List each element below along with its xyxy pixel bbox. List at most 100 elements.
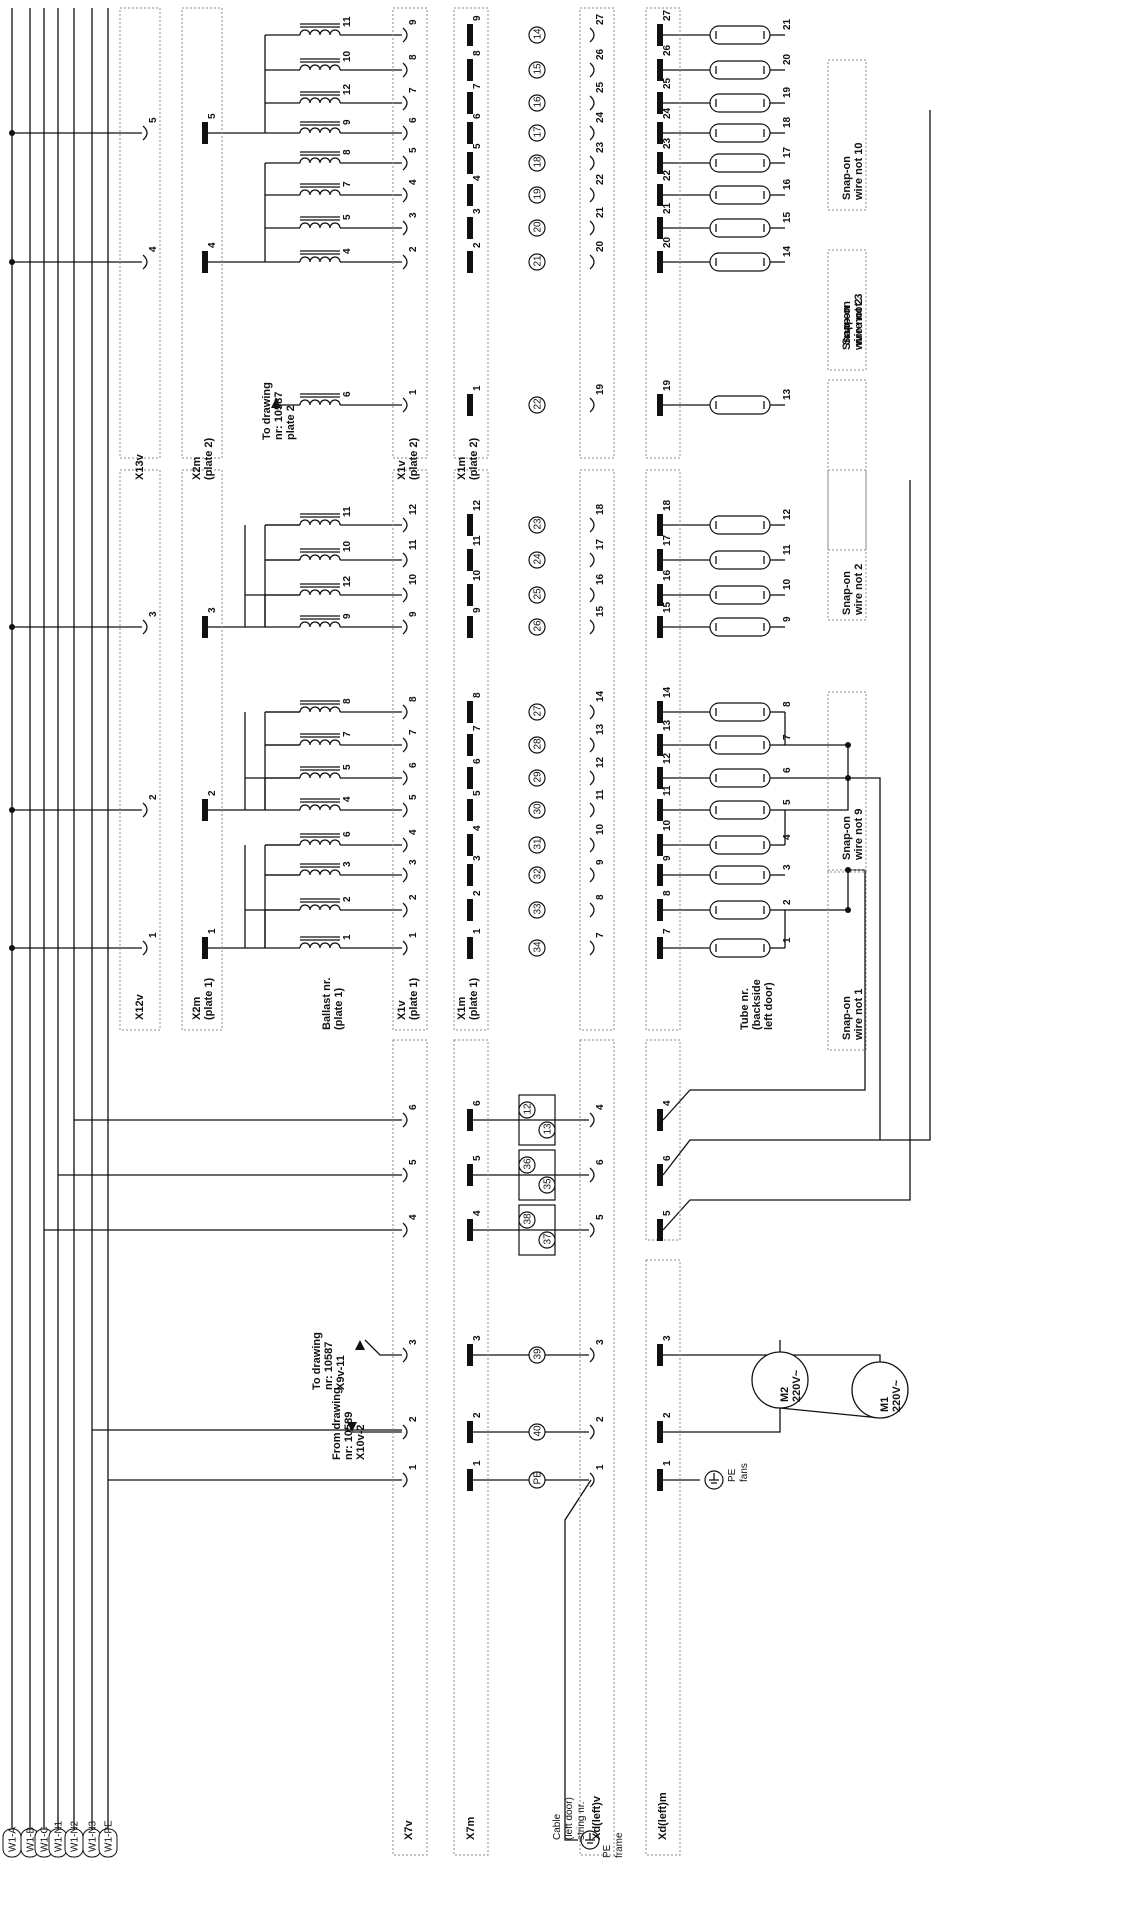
- label-line: 19: [595, 383, 606, 395]
- label-line: 2: [662, 1412, 673, 1418]
- motor-label: M1220V~: [879, 1379, 903, 1412]
- label-line: 25: [595, 81, 606, 93]
- pin-symbol: [467, 734, 473, 756]
- cable-marker: [528, 769, 546, 787]
- x7v-terminal-number: 5: [408, 1159, 419, 1165]
- xdv-socket: [589, 187, 595, 203]
- x1m-terminal-number: 9: [472, 15, 483, 21]
- pin-symbol: [657, 59, 663, 81]
- cable-marker: [528, 253, 546, 271]
- x1v-terminal-number: 9: [408, 611, 419, 617]
- terminal-strip-x2m: [181, 7, 223, 459]
- tube-number: 4: [782, 834, 793, 840]
- label-line: 7: [662, 928, 673, 934]
- symbols-layer: [2, 23, 909, 1858]
- label-line: 9: [662, 855, 673, 861]
- pin-symbol: [657, 834, 663, 856]
- tube-symbol: [709, 185, 771, 205]
- label-line: 3: [595, 1339, 606, 1345]
- xdm-terminal-number: 9: [662, 855, 673, 861]
- xdv-socket: [589, 587, 595, 603]
- tube-number: 19: [782, 86, 793, 98]
- label-line: 20: [533, 221, 544, 233]
- ballast-number: 4: [342, 248, 353, 254]
- cable-marker: [528, 736, 546, 754]
- x1v-socket: [402, 704, 408, 720]
- strip-label-x7m: X7m: [465, 1817, 477, 1840]
- terminal-strip-x1m: [453, 7, 489, 459]
- pin-symbol: [467, 1164, 473, 1186]
- x1m-terminal-number: 8: [472, 692, 483, 698]
- label-line: 12: [523, 1103, 534, 1115]
- tube-symbol: [709, 25, 771, 45]
- xdv-terminal-number: 13: [595, 723, 606, 735]
- x1v-socket: [402, 552, 408, 568]
- ballast-coil-symbol: [299, 127, 341, 134]
- x1v-terminal-number: 7: [408, 729, 419, 735]
- ballast-number: 9: [342, 613, 353, 619]
- bus-label: W1-N1: [54, 1820, 65, 1852]
- label-line: M2: [779, 1387, 791, 1402]
- tube-symbol: [709, 60, 771, 80]
- label-line: nr: 10587: [273, 392, 285, 440]
- x1m-terminal-number: 2: [472, 890, 483, 896]
- label-line: 4: [207, 242, 218, 248]
- cable-number: PE: [533, 1471, 544, 1485]
- xdm-terminal-number: 24: [662, 107, 673, 119]
- label-line: 9: [595, 859, 606, 865]
- ballast-coil-symbol: [299, 839, 341, 846]
- pin-symbol: [467, 24, 473, 46]
- label-line: Xd(left)m: [657, 1792, 669, 1840]
- ballast-coil-symbol: [299, 869, 341, 876]
- cable-number: 30: [533, 803, 544, 815]
- arrow-icon: [355, 1340, 365, 1350]
- wire-m2: [663, 1408, 781, 1433]
- label-line: 12: [408, 503, 419, 515]
- tube-symbol: [709, 735, 771, 755]
- label-line: 3: [408, 1339, 419, 1345]
- ballast-coil-symbol: [299, 804, 341, 811]
- cable-number: 21: [533, 255, 544, 267]
- cable-number: 33: [533, 903, 544, 915]
- label-line: 32: [533, 868, 544, 880]
- xdm-terminal-number: 27: [662, 9, 673, 21]
- x1m-terminal-number: 11: [472, 535, 483, 546]
- label-line: Xd(left)v: [591, 1795, 603, 1840]
- cable-number: 25: [533, 588, 544, 600]
- tube-number: 21: [782, 18, 793, 30]
- cable-marker: [528, 801, 546, 819]
- xdv-terminal-number: 7: [595, 932, 606, 938]
- wire-snap-feed: [848, 777, 881, 1140]
- label-line: nr: 10587: [323, 1342, 335, 1390]
- cable-marker: [528, 1346, 546, 1364]
- label-line: 9: [342, 613, 353, 619]
- label-line: 20: [595, 240, 606, 252]
- label-line: 10: [342, 540, 353, 552]
- label-line: 220V~: [891, 1379, 903, 1412]
- ballast-number: 3: [342, 861, 353, 867]
- label-line: 15: [662, 601, 673, 613]
- label-line: 8: [342, 149, 353, 155]
- x1v-terminal-number: 11: [408, 539, 419, 550]
- label-line: 4: [472, 175, 483, 181]
- label-line: Snap-on: [841, 996, 853, 1040]
- label-line: 2: [207, 790, 218, 796]
- label-line: 12: [782, 508, 793, 520]
- junction-dot: [845, 742, 851, 748]
- tube-number: 14: [782, 245, 793, 257]
- x7v-socket: [402, 1112, 408, 1128]
- label-line: 1: [408, 1464, 419, 1470]
- label-line: 6: [342, 831, 353, 837]
- label-line: Snap-on: [841, 306, 853, 350]
- label-line: 5: [472, 1155, 483, 1161]
- xdm-terminal-number: 12: [662, 752, 673, 764]
- tube-number: 11: [782, 544, 793, 555]
- xdm-terminal-number: 4: [662, 1100, 673, 1106]
- pin-symbol: [467, 834, 473, 856]
- terminal-strip-xdleftm: [645, 1039, 681, 1241]
- label-line: 7: [408, 729, 419, 735]
- x1v-terminal-number: 2: [408, 894, 419, 900]
- label-line: (plate 1): [203, 977, 215, 1020]
- xdm-terminal-number: 26: [662, 44, 673, 56]
